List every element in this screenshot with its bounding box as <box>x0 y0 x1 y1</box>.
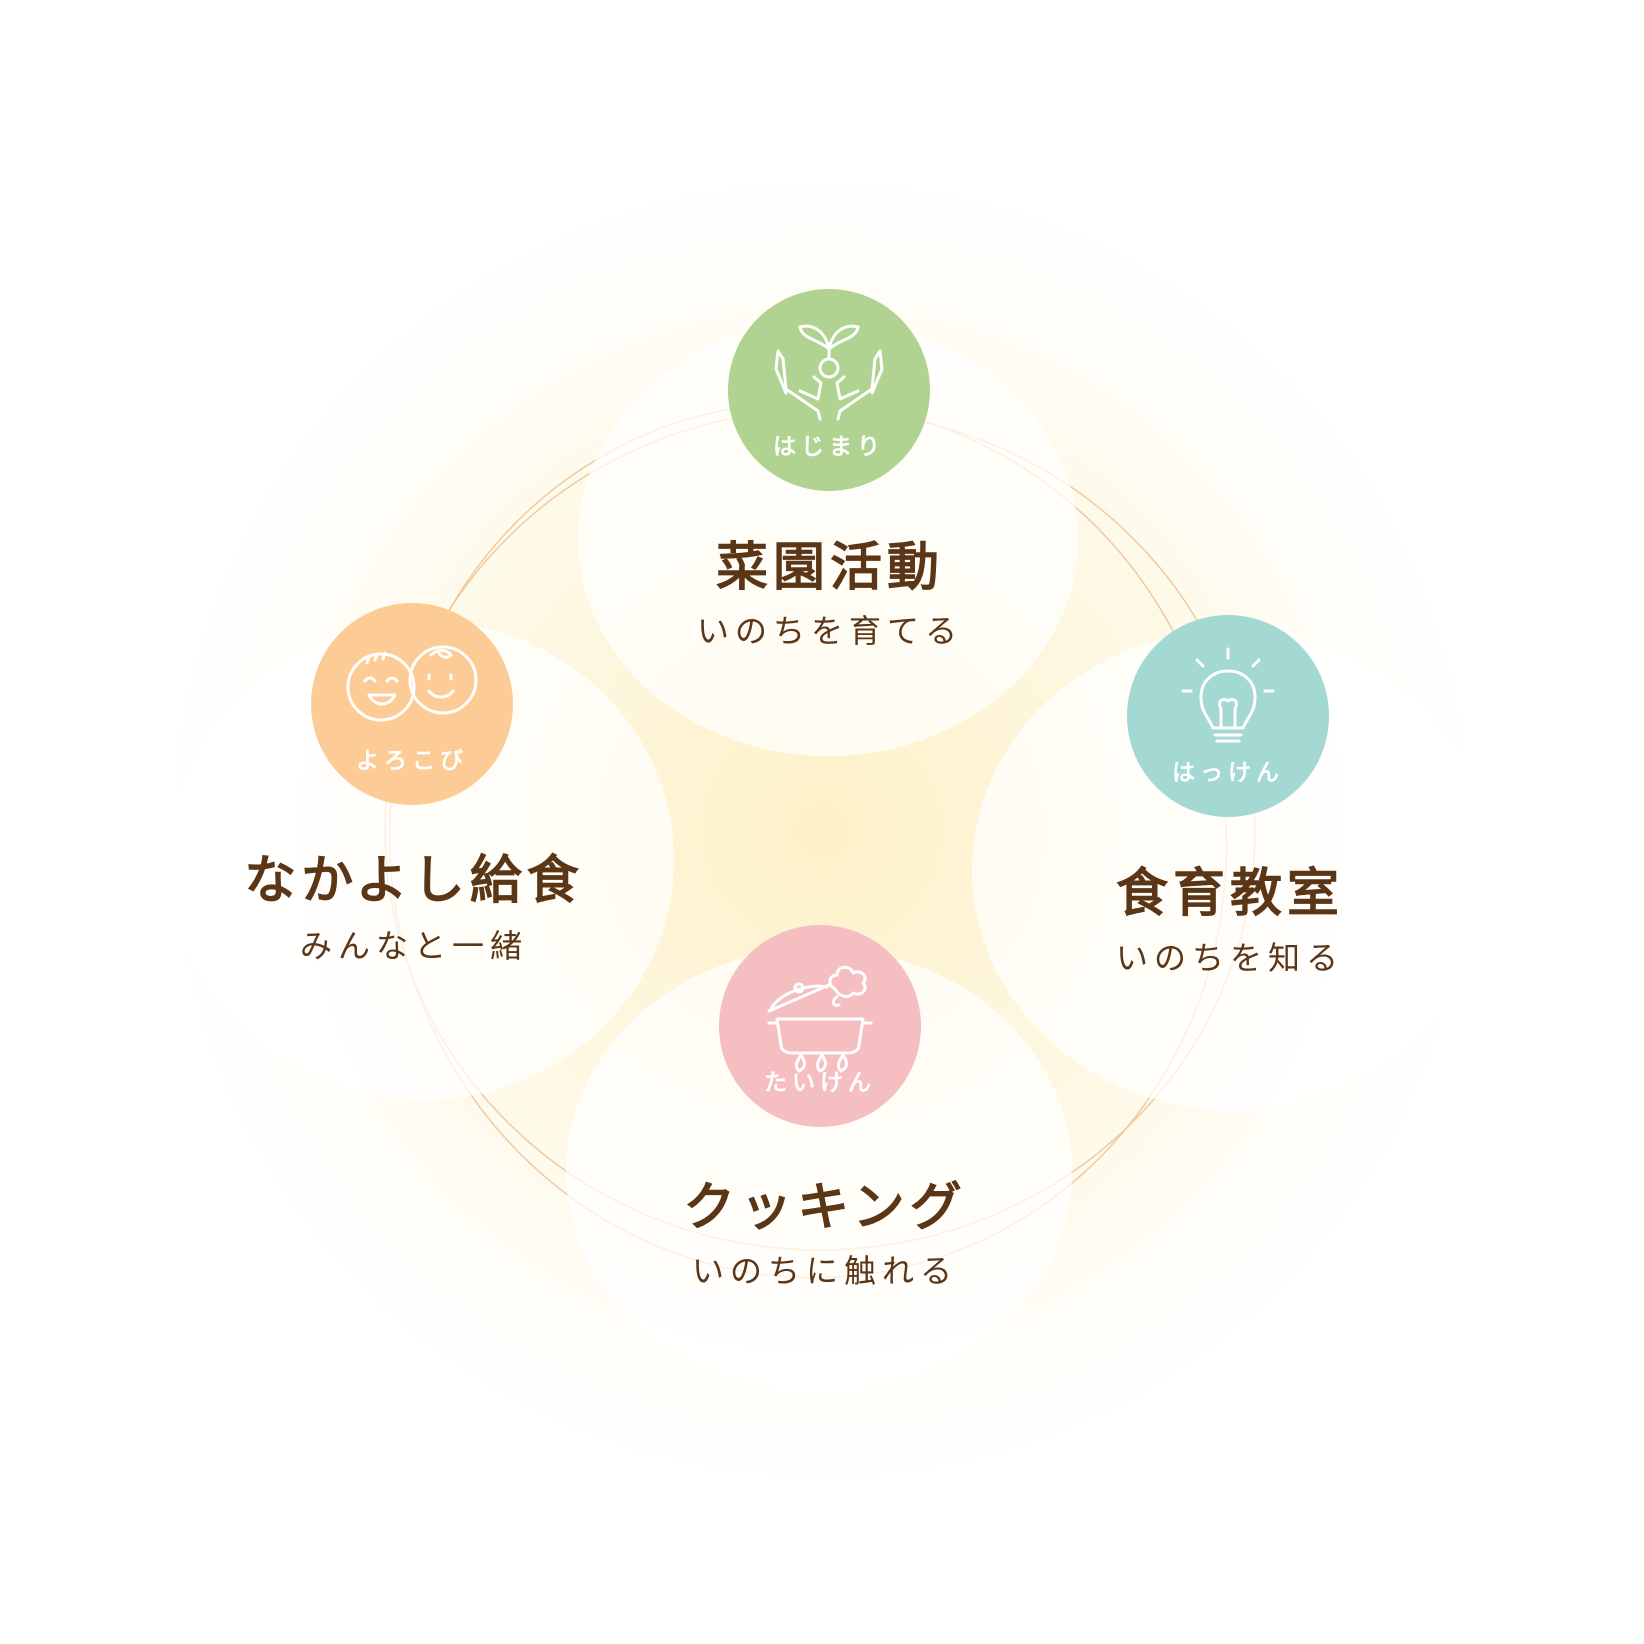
subtitle-cooking: いのちに触れる <box>691 1252 958 1290</box>
friends-faces-icon <box>346 645 478 722</box>
badge-hajimari: はじまり <box>728 289 930 491</box>
cooking-pot-icon <box>767 965 873 1073</box>
title-kyushoku: なかよし給食 <box>244 851 584 911</box>
title-shokuiku: 食育教室 <box>1115 864 1344 924</box>
subtitle-shokuiku: いのちを知る <box>1115 939 1344 977</box>
badge-label: はっけん <box>1172 760 1284 786</box>
badge-taiken: たいけん <box>719 925 921 1127</box>
hands-sprout-icon <box>774 324 884 421</box>
subtitle-saien: いのちを育てる <box>696 612 963 650</box>
badge-hakken: はっけん <box>1127 615 1329 817</box>
badge-label: はじまり <box>773 434 885 460</box>
title-cooking: クッキング <box>683 1178 967 1238</box>
subtitle-kyushoku: みんなと一緒 <box>299 927 528 965</box>
lightbulb-icon <box>1181 647 1275 743</box>
badge-label: よろこび <box>356 748 468 774</box>
badge-label: たいけん <box>764 1070 876 1096</box>
title-saien: 菜園活動 <box>715 538 944 598</box>
badge-yorokobi: よろこび <box>311 603 513 805</box>
